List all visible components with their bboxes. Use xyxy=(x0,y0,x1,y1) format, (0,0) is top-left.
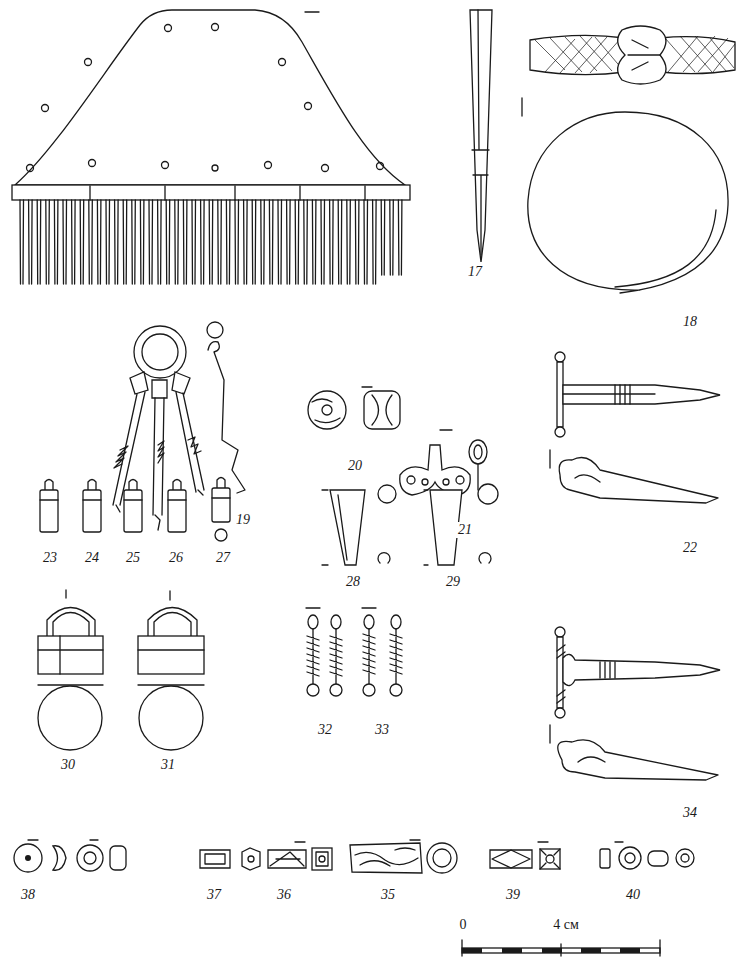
callout-number: 31 xyxy=(159,757,177,773)
comb-tooth xyxy=(330,200,334,284)
comb-tooth xyxy=(106,200,110,284)
bead-row xyxy=(14,840,694,873)
callout-number: 34 xyxy=(681,805,699,821)
callout-number: 24 xyxy=(83,550,101,566)
comb-tooth xyxy=(218,200,222,284)
callout-number: 32 xyxy=(316,722,334,738)
comb-tooth xyxy=(261,200,265,284)
callout-number: 37 xyxy=(205,887,223,903)
comb-tooth xyxy=(20,200,24,284)
comb-tooth xyxy=(347,200,351,284)
callout-number: 26 xyxy=(167,550,185,566)
comb-tooth xyxy=(37,200,41,284)
callout-number: 23 xyxy=(41,550,59,566)
comb-tooth xyxy=(123,200,127,284)
comb-tooth xyxy=(390,200,394,275)
comb-tooth xyxy=(89,200,93,284)
comb-tooth xyxy=(158,200,162,284)
callout-number: 27 xyxy=(214,550,232,566)
comb-tooth xyxy=(97,200,101,284)
scale-label: 4 см xyxy=(551,917,581,933)
fibula xyxy=(550,352,720,503)
conical-tips xyxy=(322,484,498,565)
padlock-pendants xyxy=(38,590,204,750)
callout-number: 29 xyxy=(444,574,462,590)
comb-tooth xyxy=(80,200,84,284)
callout-number: 19 xyxy=(234,512,252,528)
comb-tooth xyxy=(278,200,282,284)
callout-number: 40 xyxy=(624,887,642,903)
callout-number: 21 xyxy=(456,522,474,538)
callout-number: 30 xyxy=(59,757,77,773)
comb-tooth xyxy=(295,200,299,284)
comb-tooth xyxy=(321,200,325,284)
comb-tooth xyxy=(381,200,385,275)
openwork-pendant xyxy=(400,430,487,495)
comb-tooth xyxy=(355,200,359,284)
comb-tooth xyxy=(244,200,248,284)
comb-tooth xyxy=(29,200,32,284)
bracelet xyxy=(522,26,735,293)
callout-number: 22 xyxy=(681,540,699,556)
comb-tooth xyxy=(312,200,316,284)
comb-tooth xyxy=(209,200,213,284)
comb-tooth xyxy=(269,200,273,284)
comb-tooth xyxy=(54,200,58,284)
scale-bar xyxy=(462,940,660,956)
comb-tooth xyxy=(192,200,196,284)
callout-number: 28 xyxy=(344,574,362,590)
callout-number: 20 xyxy=(346,458,364,474)
comb-tooth xyxy=(72,200,76,284)
comb-tooth xyxy=(304,200,308,284)
bead-pair xyxy=(308,387,400,429)
callout-number: 17 xyxy=(466,264,484,280)
comb-tooth xyxy=(201,200,205,284)
awl xyxy=(470,10,492,262)
comb-tooth xyxy=(63,200,67,284)
comb-tooth xyxy=(235,200,239,284)
comb-tooth xyxy=(175,200,179,284)
comb-tooth xyxy=(166,200,170,284)
comb-tooth xyxy=(373,200,377,284)
callout-number: 33 xyxy=(373,722,391,738)
comb-tooth xyxy=(338,200,342,284)
comb-tooth xyxy=(115,200,119,284)
scale-label: 0 xyxy=(458,917,469,933)
tubular-pendants xyxy=(40,478,230,542)
comb-tooth xyxy=(252,200,256,284)
comb-tooth xyxy=(149,200,153,284)
callout-number: 35 xyxy=(379,887,397,903)
comb-tooth xyxy=(226,200,230,284)
callout-number: 38 xyxy=(19,887,37,903)
comb-tooth xyxy=(398,200,402,275)
fibula xyxy=(550,627,720,780)
wire-pendants xyxy=(306,608,402,696)
comb-tooth xyxy=(287,200,291,284)
comb-tooth xyxy=(183,200,187,284)
callout-number: 18 xyxy=(681,314,699,330)
comb-tooth xyxy=(132,200,136,284)
comb-tooth xyxy=(46,200,50,284)
comb xyxy=(12,10,410,284)
callout-number: 39 xyxy=(504,887,522,903)
callout-number: 25 xyxy=(124,550,142,566)
comb-tooth xyxy=(364,200,368,284)
comb-tooth xyxy=(140,200,144,284)
callout-number: 36 xyxy=(275,887,293,903)
